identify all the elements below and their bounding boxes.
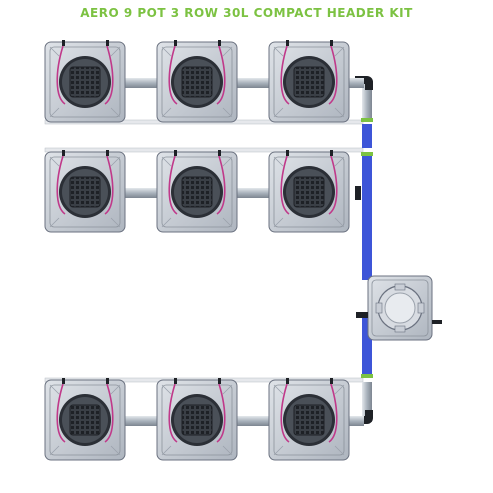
page-title: AERO 9 POT 3 ROW 30L COMPACT HEADER KIT: [80, 6, 413, 20]
pot-icon: [156, 40, 238, 123]
pot-icon: [268, 150, 350, 233]
reservoir-icon: [356, 275, 442, 341]
pot-icon: [44, 150, 126, 233]
pot-icon: [44, 378, 126, 461]
pot-icon: [268, 378, 350, 461]
pot-icon: [44, 40, 126, 123]
pots-group: [44, 40, 350, 461]
pot-icon: [156, 150, 238, 233]
pot-icon: [268, 40, 350, 123]
pot-icon: [156, 378, 238, 461]
main-pipe: [355, 76, 373, 424]
connector-pipes: [124, 78, 364, 426]
